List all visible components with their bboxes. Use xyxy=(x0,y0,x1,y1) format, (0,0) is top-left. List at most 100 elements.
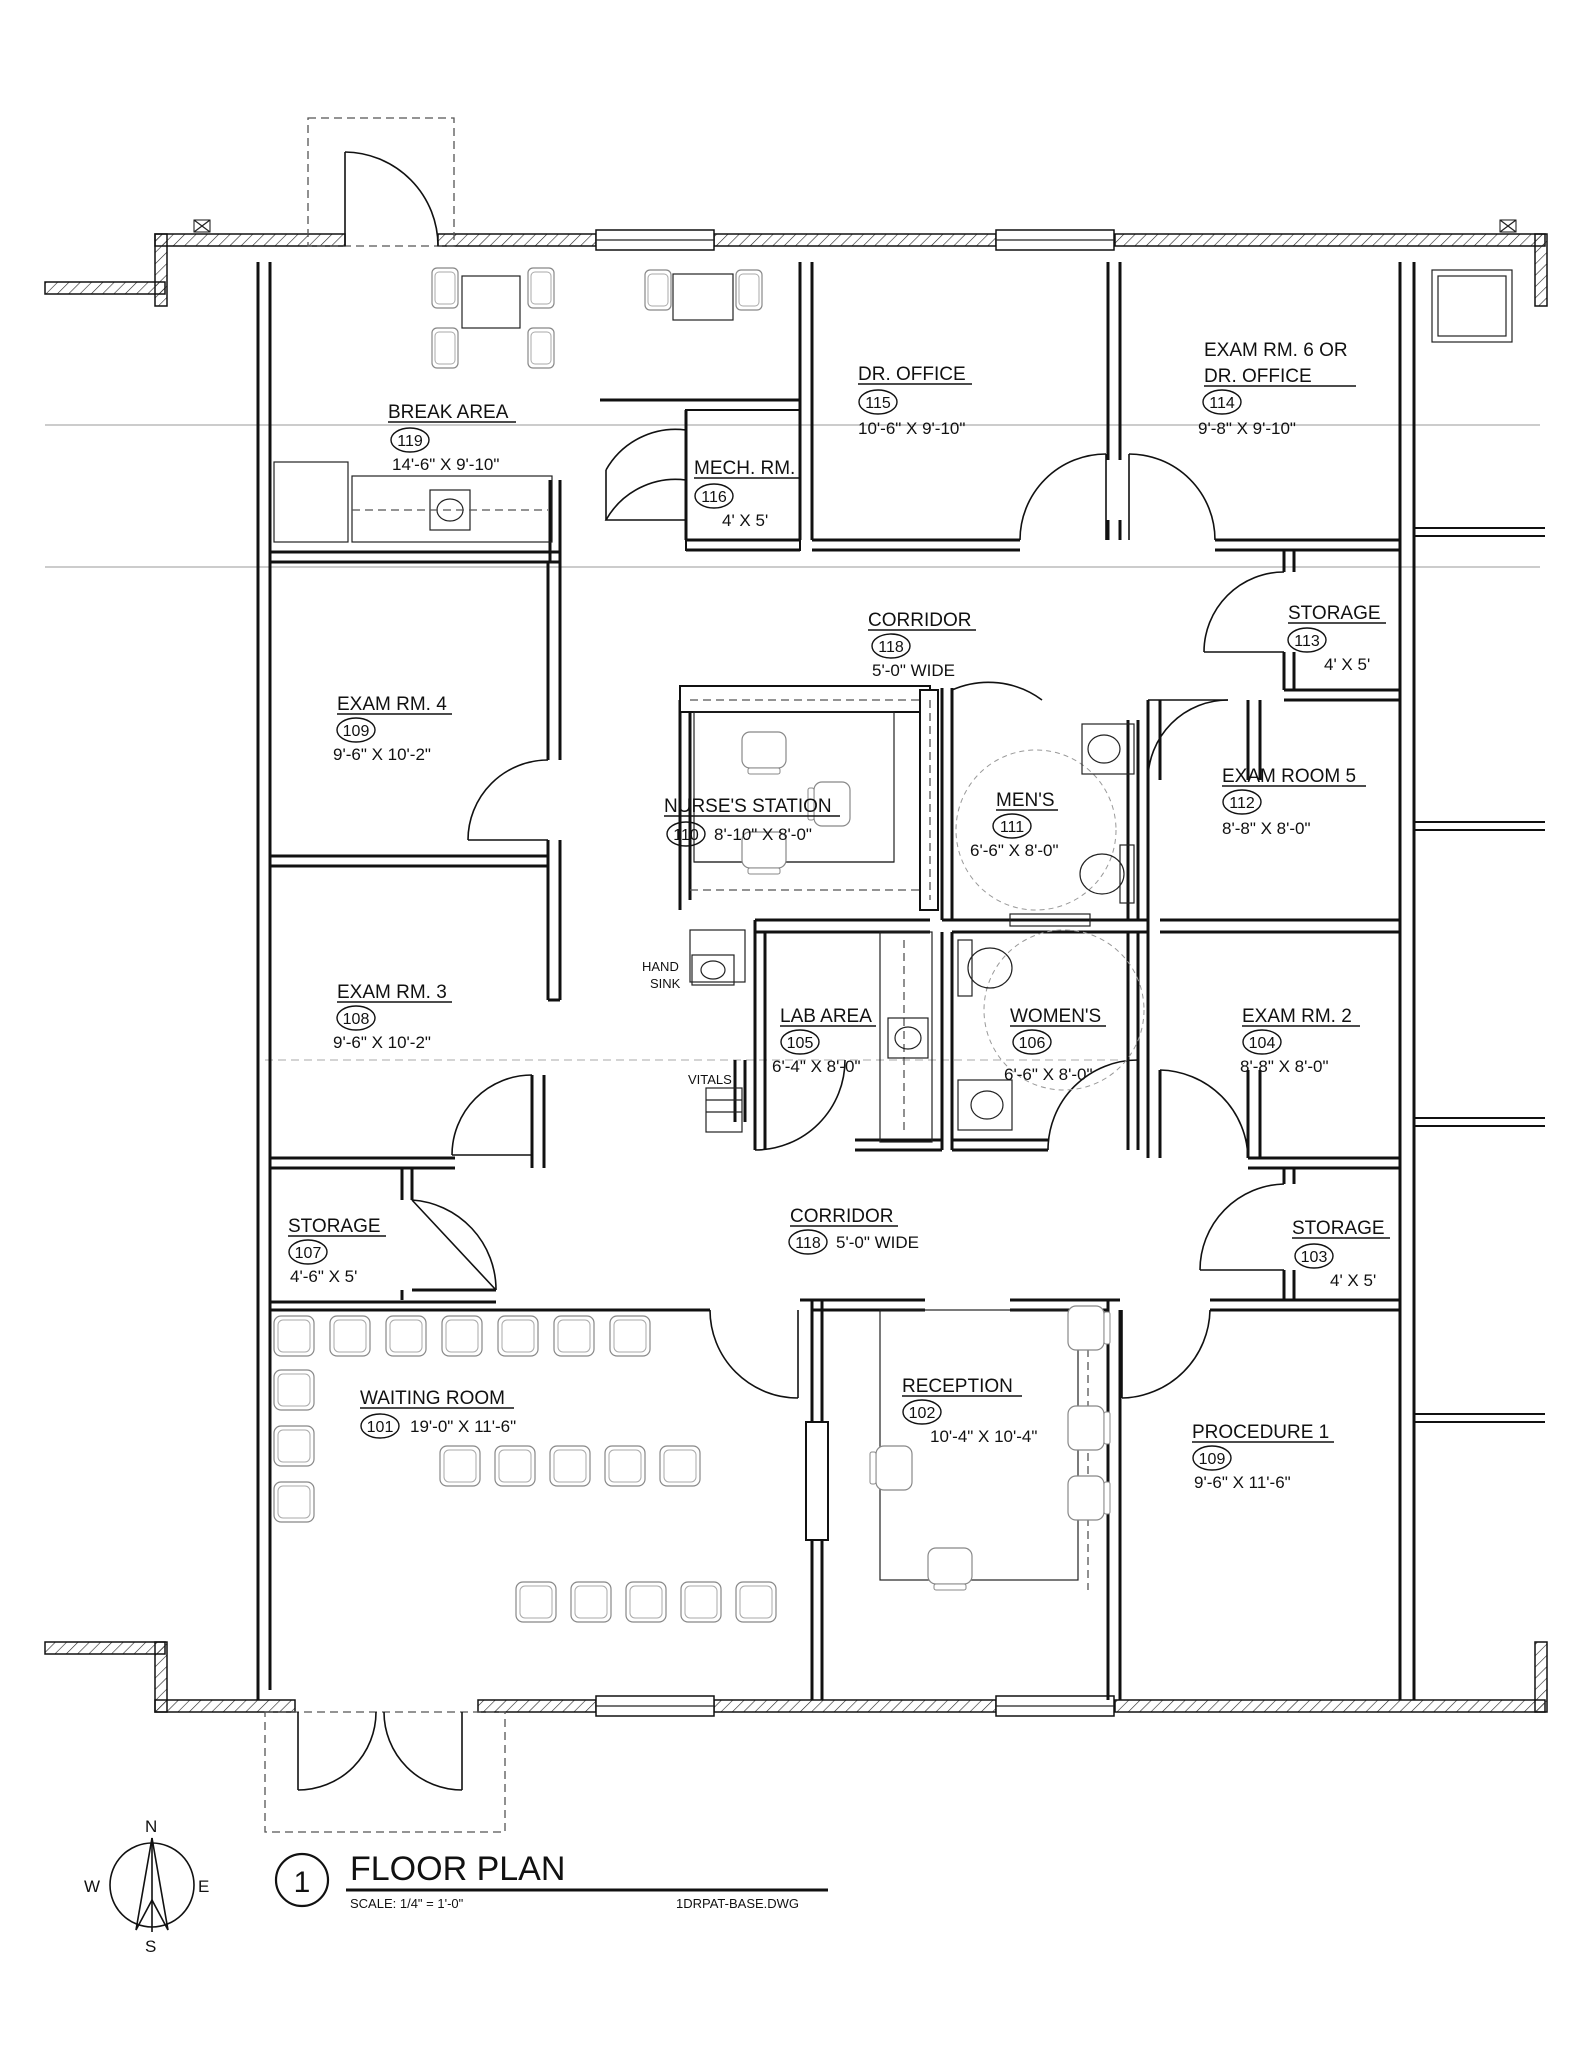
room-dimensions: 6'-4" X 8'-0" xyxy=(772,1057,861,1076)
room-name: RECEPTION xyxy=(902,1376,1013,1397)
room-dimensions: 4' X 5' xyxy=(722,511,768,530)
room-corridor-top: CORRIDOR 118 5'-0" WIDE xyxy=(868,610,976,680)
room-number: 109 xyxy=(343,723,370,740)
furniture xyxy=(273,267,1111,1623)
room-name: EXAM RM. 2 xyxy=(1242,1006,1352,1027)
room-dimensions: 4' X 5' xyxy=(1324,655,1370,674)
room-dimensions: 4' X 5' xyxy=(1330,1271,1376,1290)
room-dimensions: 4'-6" X 5' xyxy=(290,1267,357,1286)
room-dimensions: 19'-0" X 11'-6" xyxy=(410,1417,516,1436)
room-name: CORRIDOR xyxy=(790,1206,893,1227)
room-corridor-bottom: CORRIDOR 118 5'-0" WIDE xyxy=(788,1206,919,1255)
room-number: 118 xyxy=(878,639,904,656)
room-exam-2: EXAM RM. 2 104 8'-8" X 8'-0" xyxy=(1240,1006,1360,1076)
room-doors xyxy=(411,428,1285,1399)
room-dimensions: 6'-6" X 8'-0" xyxy=(1004,1065,1093,1084)
room-dimensions: 5'-0" WIDE xyxy=(836,1233,919,1252)
room-dimensions: 5'-0" WIDE xyxy=(872,661,955,680)
room-nurse-station: NURSE'S STATION 110 8'-10" X 8'-0" xyxy=(664,796,840,847)
room-number: 107 xyxy=(295,1245,322,1262)
room-dimensions: 9'-8" X 9'-10" xyxy=(1198,419,1296,438)
room-number: 106 xyxy=(1019,1035,1046,1052)
exterior-walls xyxy=(44,219,1548,1717)
room-exam-3: EXAM RM. 3 108 9'-6" X 10'-2" xyxy=(333,982,452,1052)
room-storage-103: STORAGE 103 4' X 5' xyxy=(1292,1218,1390,1290)
room-mens: MEN'S 111 6'-6" X 8'-0" xyxy=(970,790,1059,860)
room-name: DR. OFFICE xyxy=(858,364,966,385)
hand-sink-label-line2: SINK xyxy=(650,976,681,991)
room-labels: BREAK AREA 119 14'-6" X 9'-10" MECH. RM.… xyxy=(288,340,1390,1492)
room-number: 104 xyxy=(1249,1035,1276,1052)
room-number: 118 xyxy=(795,1235,821,1252)
room-dimensions: 8'-10" X 8'-0" xyxy=(714,825,812,844)
room-storage-107: STORAGE 107 4'-6" X 5' xyxy=(288,1216,386,1286)
compass-north: N xyxy=(145,1817,157,1836)
room-name: BREAK AREA xyxy=(388,402,509,423)
room-lab: LAB AREA 105 6'-4" X 8'-0" xyxy=(772,1006,876,1076)
room-number: 119 xyxy=(397,433,423,450)
room-dimensions: 9'-6" X 10'-2" xyxy=(333,745,431,764)
room-name: NURSE'S STATION xyxy=(664,796,832,817)
room-name: EXAM RM. 3 xyxy=(337,982,447,1003)
room-name: MECH. RM. xyxy=(694,458,795,479)
drawing-number: 1 xyxy=(294,1866,311,1899)
room-name-line2: DR. OFFICE xyxy=(1204,366,1312,387)
room-dimensions: 14'-6" X 9'-10" xyxy=(392,455,499,474)
room-number: 105 xyxy=(787,1035,814,1052)
room-exam-5: EXAM ROOM 5 112 8'-8" X 8'-0" xyxy=(1222,766,1366,838)
room-name: LAB AREA xyxy=(780,1006,872,1027)
compass-west: W xyxy=(84,1877,100,1896)
room-number: 101 xyxy=(367,1419,394,1436)
hand-sink-label: HAND xyxy=(642,959,679,974)
title-block: 1 FLOOR PLAN SCALE: 1/4" = 1'-0" 1DRPAT-… xyxy=(274,1850,828,1911)
room-number: 108 xyxy=(343,1011,370,1028)
room-storage-113: STORAGE 113 4' X 5' xyxy=(1287,603,1386,674)
room-exam-4: EXAM RM. 4 109 9'-6" X 10'-2" xyxy=(333,694,452,764)
room-dimensions: 10'-4" X 10'-4" xyxy=(930,1427,1037,1446)
room-name: WOMEN'S xyxy=(1010,1006,1101,1027)
room-number: 109 xyxy=(1199,1451,1226,1468)
front-entry-doors xyxy=(264,1711,506,1833)
north-arrow: N S E W xyxy=(84,1817,209,1956)
room-number: 115 xyxy=(865,395,891,412)
drawing-title: FLOOR PLAN xyxy=(350,1850,565,1888)
room-procedure: PROCEDURE 1 109 9'-6" X 11'-6" xyxy=(1192,1422,1334,1492)
rear-entry-door xyxy=(307,117,455,247)
room-dimensions: 10'-6" X 9'-10" xyxy=(858,419,965,438)
room-dr-office: DR. OFFICE 115 10'-6" X 9'-10" xyxy=(858,364,972,438)
room-name: CORRIDOR xyxy=(868,610,971,631)
room-dimensions: 8'-8" X 8'-0" xyxy=(1222,819,1311,838)
room-name: EXAM ROOM 5 xyxy=(1222,766,1356,787)
vitals-label: VITALS xyxy=(688,1072,732,1087)
interior-walls xyxy=(256,262,1545,1700)
compass-east: E xyxy=(198,1877,209,1896)
room-reception: RECEPTION 102 10'-4" X 10'-4" xyxy=(902,1376,1037,1446)
room-exam-6: EXAM RM. 6 OR DR. OFFICE 114 9'-8" X 9'-… xyxy=(1198,340,1356,438)
room-number: 116 xyxy=(701,489,727,506)
room-dimensions: 6'-6" X 8'-0" xyxy=(970,841,1059,860)
room-mech: MECH. RM. 116 4' X 5' xyxy=(694,458,800,530)
room-waiting: WAITING ROOM 101 19'-0" X 11'-6" xyxy=(360,1388,516,1439)
room-dimensions: 9'-6" X 10'-2" xyxy=(333,1033,431,1052)
room-number: 110 xyxy=(673,827,699,844)
room-name: EXAM RM. 4 xyxy=(337,694,447,715)
room-womens: WOMEN'S 106 6'-6" X 8'-0" xyxy=(1004,1006,1106,1084)
restroom-fixtures xyxy=(273,461,1145,1133)
room-number: 114 xyxy=(1209,395,1235,412)
room-number: 102 xyxy=(909,1405,936,1422)
room-name: STORAGE xyxy=(1292,1218,1385,1239)
room-name: MEN'S xyxy=(996,790,1055,811)
room-name: STORAGE xyxy=(1288,603,1381,624)
reference-lines xyxy=(45,424,1540,1061)
room-number: 112 xyxy=(1229,795,1255,812)
room-name: PROCEDURE 1 xyxy=(1192,1422,1329,1443)
room-name: WAITING ROOM xyxy=(360,1388,505,1409)
room-name: STORAGE xyxy=(288,1216,381,1237)
room-name-line1: EXAM RM. 6 OR xyxy=(1204,340,1348,361)
drawing-scale: SCALE: 1/4" = 1'-0" xyxy=(350,1896,464,1911)
compass-south: S xyxy=(145,1937,156,1956)
room-number: 111 xyxy=(1000,819,1024,836)
room-number: 113 xyxy=(1294,633,1320,650)
drawing-file: 1DRPAT-BASE.DWG xyxy=(676,1896,799,1911)
